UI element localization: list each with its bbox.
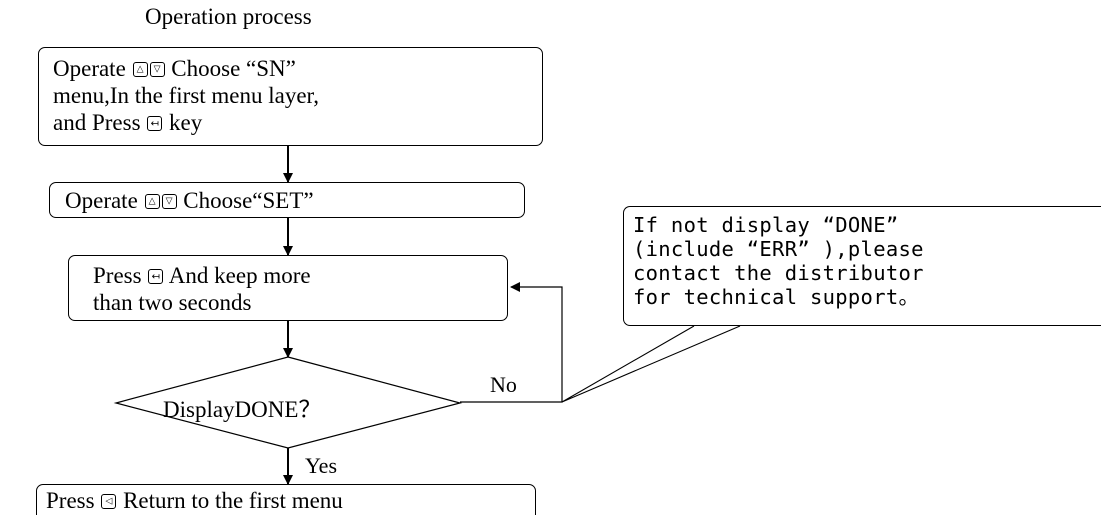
down-arrow-key-icon bbox=[149, 62, 165, 77]
step-choose-set-box: Operate Choose“SET” bbox=[49, 182, 525, 218]
arrow-no-loop bbox=[460, 282, 563, 403]
up-arrow-key-icon bbox=[132, 62, 148, 77]
decision-label: DisplayDONE？ bbox=[163, 397, 322, 422]
step3-seconds-text: than two seconds bbox=[93, 290, 252, 315]
note-line-3: contact the distributor bbox=[633, 261, 924, 285]
step-press-hold-box: Press And keep more than two seconds bbox=[68, 255, 508, 321]
step3-keep-text: And keep more bbox=[168, 263, 311, 288]
step4-press-text: Press bbox=[46, 488, 95, 513]
note-line-2: (include “ERR” ),please bbox=[633, 237, 924, 261]
note-callout-pointer bbox=[561, 325, 741, 403]
up-arrow-key-icon bbox=[144, 194, 160, 209]
note-line-4: for technical support。 bbox=[633, 285, 920, 309]
yes-branch-label: Yes bbox=[305, 453, 338, 478]
step4-return-text: Return to the first menu bbox=[123, 488, 343, 513]
step-choose-sn-box: Operate Choose “SN” menu,In the first me… bbox=[38, 47, 543, 146]
step3-press-text: Press bbox=[93, 263, 142, 288]
diagram-title: Operation process bbox=[145, 4, 312, 29]
support-note-callout: If not display “DONE” (include “ERR” ),p… bbox=[623, 206, 1101, 326]
step1-operate-text: Operate bbox=[53, 56, 126, 81]
enter-key-icon bbox=[148, 269, 164, 284]
step1-key-text: key bbox=[169, 110, 203, 135]
down-arrow-key-icon bbox=[161, 194, 177, 209]
step1-menu-text: menu,In the first menu layer, bbox=[53, 83, 320, 108]
step2-operate-text: Operate bbox=[65, 188, 138, 213]
back-key-icon bbox=[101, 494, 117, 509]
no-branch-label: No bbox=[490, 372, 517, 397]
step-return-box: Press Return to the first menu bbox=[36, 484, 536, 515]
step1-choose-text: Choose “SN” bbox=[171, 56, 296, 81]
step2-choose-text: Choose“SET” bbox=[183, 188, 314, 213]
enter-key-icon bbox=[147, 116, 163, 131]
note-line-1: If not display “DONE” bbox=[633, 213, 899, 237]
step1-press-text: and Press bbox=[53, 110, 141, 135]
